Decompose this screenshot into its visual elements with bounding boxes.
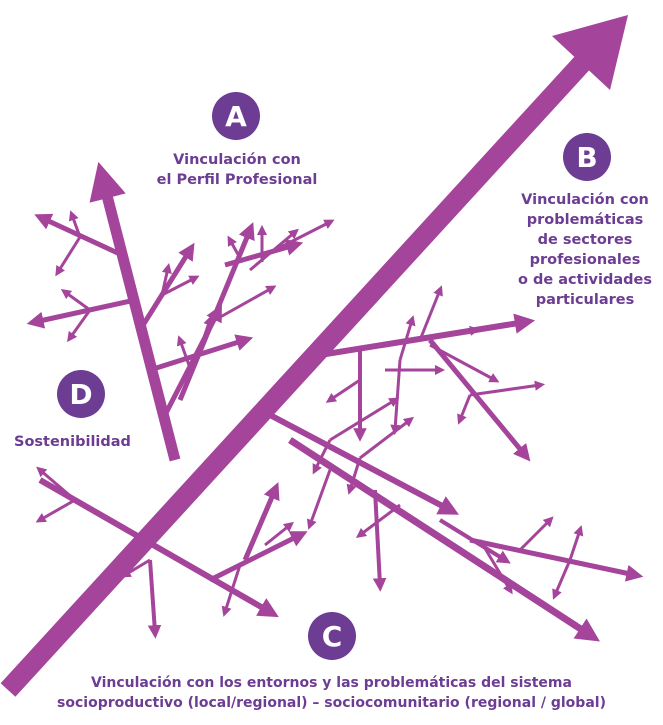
branch-arrow: [372, 489, 387, 592]
branch-arrow: [60, 289, 91, 312]
branch-arrow: [457, 394, 472, 425]
branch-arrow: [312, 439, 332, 475]
branch-arrow: [274, 219, 335, 252]
branch-arrow: [428, 338, 531, 462]
branch-arrow: [419, 325, 481, 342]
branch-arrows: [26, 161, 644, 642]
branch-arrow: [355, 503, 401, 539]
badge-d: D: [57, 370, 105, 418]
branch-arrow: [137, 242, 195, 332]
branch-arrow: [329, 397, 400, 442]
branch-arrow: [36, 466, 76, 502]
branch-arrow: [160, 263, 172, 296]
branch-arrow: [55, 236, 82, 277]
branch-arrow: [35, 498, 76, 523]
branch-arrow: [227, 235, 242, 259]
branch-arrow: [390, 359, 402, 436]
branch-arrow: [89, 161, 181, 462]
branch-arrow: [346, 457, 362, 495]
branch-arrow: [249, 228, 299, 272]
branch-arrow: [306, 469, 332, 530]
badge-b: B: [563, 133, 611, 181]
branch-arrow: [208, 531, 308, 583]
branch-arrow: [552, 559, 572, 600]
branch-arrow: [518, 516, 554, 552]
branch-arrow: [68, 210, 82, 238]
branch-arrow: [242, 482, 280, 561]
branch-arrow: [34, 213, 124, 258]
branch-arrow: [429, 343, 500, 383]
branch-arrow: [568, 525, 584, 561]
branch-arrow: [214, 285, 277, 322]
branch-arrow: [161, 275, 200, 297]
branch-arrow: [221, 564, 242, 617]
badge-a: A: [212, 92, 260, 140]
branch-arrow: [224, 239, 304, 268]
branch-arrow: [469, 537, 644, 582]
label-d: Sostenibilidad: [14, 434, 131, 450]
branch-arrow: [478, 539, 513, 595]
branch-arrow: [288, 437, 600, 642]
label-c: Vinculación con los entornos y las probl…: [57, 675, 606, 711]
branch-arrow: [264, 521, 294, 547]
badge-c: C: [308, 612, 356, 660]
branch-arrow: [177, 222, 255, 401]
branch-arrow: [176, 335, 192, 369]
branch-arrow: [26, 297, 136, 329]
branch-arrow: [398, 315, 416, 361]
branch-arrow: [469, 380, 546, 397]
branch-arrow: [147, 559, 162, 639]
branch-arrow: [418, 285, 443, 341]
branch-arrow: [359, 416, 415, 460]
branch-arrow: [325, 378, 361, 403]
main-arrow: [0, 15, 628, 697]
branch-arrow: [67, 309, 92, 343]
